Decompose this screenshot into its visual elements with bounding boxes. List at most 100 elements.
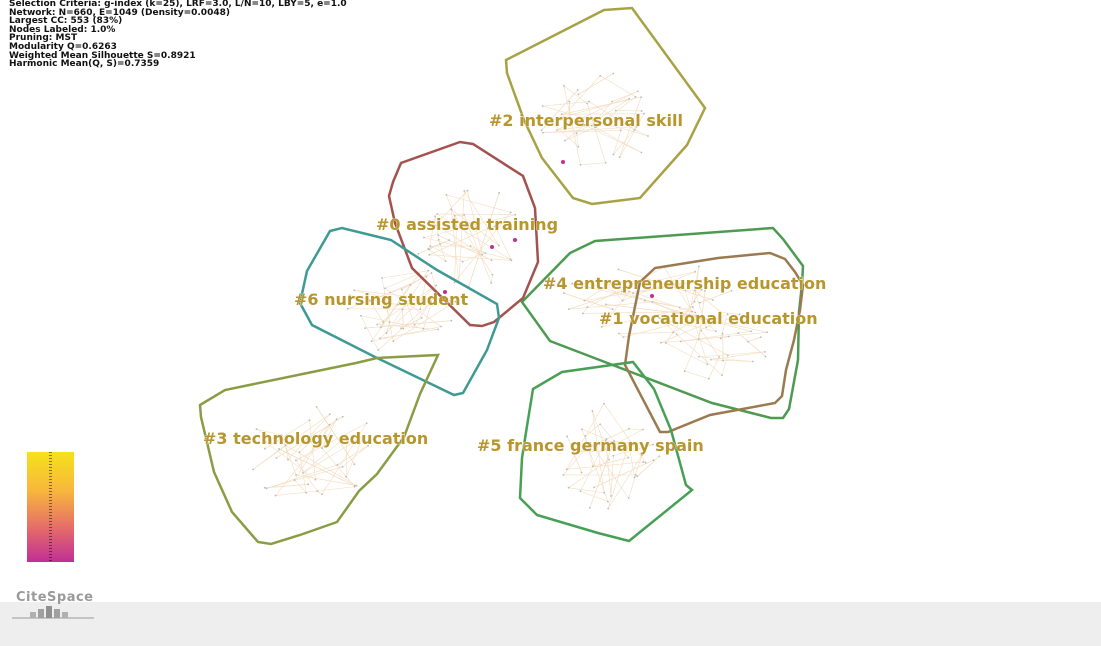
network-edge — [702, 319, 717, 332]
network-node — [328, 423, 331, 426]
network-edge — [564, 124, 585, 141]
network-node — [563, 292, 565, 295]
network-node — [497, 244, 500, 247]
cluster-label-6[interactable]: #6 nursing student — [294, 290, 469, 310]
network-node — [576, 89, 579, 91]
network-edge — [296, 474, 357, 486]
network-node — [346, 307, 349, 310]
network-node — [400, 288, 403, 291]
network-node — [556, 129, 558, 132]
network-node — [420, 316, 423, 319]
cluster-hull-3[interactable] — [198, 353, 440, 546]
network-edge — [384, 297, 394, 342]
network-edge — [578, 73, 614, 95]
network-node — [636, 475, 639, 478]
network-edge — [612, 91, 638, 102]
network-node — [360, 314, 362, 317]
network-node — [643, 112, 645, 115]
network-node — [383, 296, 386, 299]
cluster-network[interactable]: #2 interpersonal skill #0 assisted train… — [0, 0, 1101, 602]
network-edge — [663, 267, 693, 312]
network-node-highlight — [650, 294, 654, 298]
network-node — [568, 100, 571, 103]
network-edge — [302, 435, 347, 474]
network-node — [586, 102, 589, 105]
network-edge — [658, 271, 696, 281]
cluster-hull-2[interactable] — [504, 6, 707, 206]
network-node — [541, 105, 544, 107]
cluster-label-0[interactable]: #0 assisted training — [376, 215, 559, 235]
cluster-label-2[interactable]: #2 interpersonal skill — [489, 111, 684, 131]
network-edge — [285, 445, 289, 460]
network-node — [763, 350, 766, 353]
network-node — [409, 283, 412, 286]
network-edge — [601, 291, 630, 328]
network-edge — [295, 460, 318, 492]
network-edge — [594, 459, 654, 488]
network-node — [463, 214, 466, 216]
network-node — [611, 281, 614, 284]
network-node-highlight — [490, 245, 494, 249]
network-nodes — [252, 72, 769, 510]
cluster-hull-1[interactable] — [623, 251, 805, 434]
network-node — [589, 441, 592, 444]
network-node — [605, 303, 607, 306]
cluster-label-5[interactable]: #5 france germany spain — [477, 436, 704, 456]
network-edge — [580, 162, 606, 166]
network-node — [633, 128, 636, 131]
network-edge — [628, 443, 635, 478]
cluster-label-1[interactable]: #1 vocational education — [599, 309, 818, 329]
network-edge — [568, 291, 622, 310]
network-node — [621, 299, 624, 302]
network-node — [588, 506, 591, 509]
network-node — [265, 487, 268, 490]
network-node — [642, 428, 644, 431]
network-node — [305, 491, 308, 494]
network-node — [498, 192, 500, 194]
network-node — [607, 507, 610, 510]
network-node — [315, 406, 318, 408]
network-node — [580, 471, 583, 474]
network-edge — [720, 314, 728, 339]
network-edge — [295, 422, 367, 461]
network-node — [429, 245, 432, 248]
network-node — [738, 313, 741, 316]
network-edge — [590, 442, 629, 499]
network-edge — [660, 313, 728, 343]
network-node — [627, 427, 630, 430]
network-node — [370, 340, 373, 343]
network-node — [658, 317, 661, 320]
citespace-logo-icon — [12, 606, 94, 619]
network-node — [586, 282, 589, 285]
network-node — [264, 447, 266, 450]
network-edge — [694, 266, 700, 302]
network-edge — [694, 290, 721, 313]
network-node — [613, 439, 616, 442]
network-edge — [698, 290, 706, 340]
network-node — [675, 333, 678, 336]
network-node — [579, 163, 582, 166]
network-node — [700, 288, 703, 291]
network-edge — [266, 464, 338, 489]
stat-modularity: Modularity Q=0.6263 — [9, 41, 117, 52]
cluster-hull-6[interactable] — [298, 226, 501, 397]
cluster-hull-0[interactable] — [387, 140, 540, 328]
network-edge — [468, 192, 500, 287]
network-edge — [302, 435, 364, 474]
network-node — [627, 456, 630, 459]
cluster-label-4[interactable]: #4 entrepreneurship education — [543, 274, 827, 294]
network-node — [542, 131, 544, 134]
network-node — [413, 323, 416, 326]
network-node — [611, 308, 614, 311]
network-node — [298, 451, 301, 454]
network-edge — [360, 315, 379, 351]
network-edge — [365, 320, 452, 329]
network-edge — [287, 414, 330, 460]
network-node — [686, 314, 688, 317]
cluster-hull-5[interactable] — [518, 360, 694, 543]
cluster-label-3[interactable]: #3 technology education — [203, 429, 429, 449]
network-node — [590, 124, 593, 127]
network-node — [316, 490, 319, 492]
network-node — [664, 342, 667, 344]
network-edge — [464, 190, 499, 246]
